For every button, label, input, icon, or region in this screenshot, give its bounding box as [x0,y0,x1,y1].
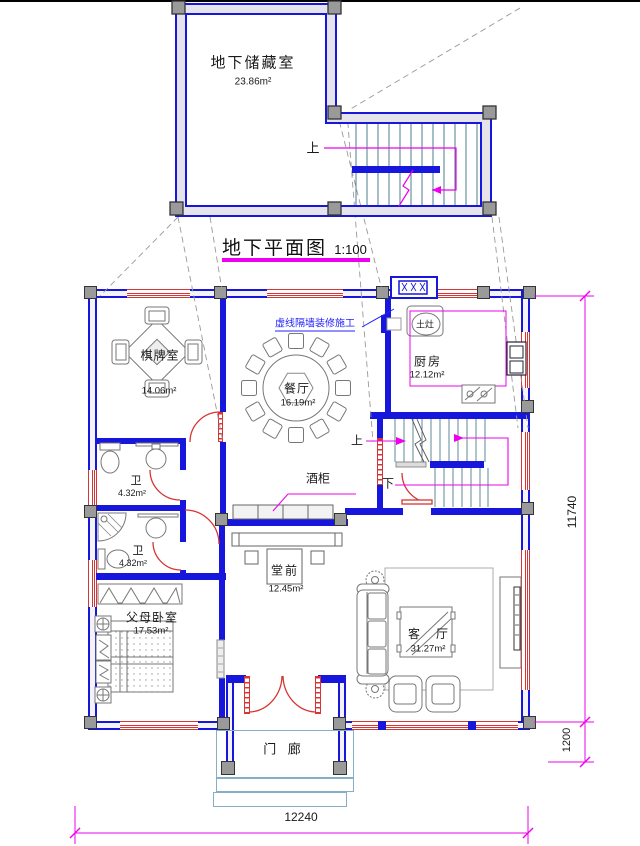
porch-step [213,792,347,807]
column [217,717,230,730]
dimension-porch-depth: 1200 [561,727,573,753]
window [521,332,530,388]
column [221,761,235,775]
stove-label: 土灶 [415,319,435,330]
door-leaf [315,676,321,714]
stair-up-label: 上 [350,433,364,448]
wall [219,678,225,722]
wall [370,412,530,419]
wall [96,505,186,511]
projection-lines [99,7,529,443]
window [352,721,518,730]
wall [385,296,391,414]
room-area-chess: 14.06m² [141,385,177,397]
room-label-bath-upper: 卫 [130,475,142,487]
window [127,289,190,298]
wall [180,500,186,542]
wall [377,419,383,438]
porch-platform [216,730,354,778]
bedroom-furniture [94,583,225,704]
dimension-width: 12240 [284,810,318,824]
wall [468,721,476,730]
porch-step [216,778,354,792]
window [88,560,97,607]
window [521,432,530,490]
room-label-living: 客厅 [408,627,465,641]
wall [96,573,226,580]
column [521,400,534,413]
room-area-bedroom: 17.53m² [133,625,169,637]
wall [377,485,383,510]
wine-cabinet-label: 酒柜 [305,471,331,486]
window [521,550,530,690]
main-staircase [394,418,489,507]
room-area-dining: 16.19m² [280,397,316,409]
room-label-porch: 门 廊 [263,741,305,757]
door-leaf [377,438,383,485]
column [523,716,536,729]
room-label-bedroom: 父母卧室 [125,610,179,625]
door-leaf [218,412,223,442]
room-area-hall: 12.45m² [268,583,304,595]
column [477,286,490,299]
window [88,470,97,505]
title-text: 地下平面图 [222,238,328,259]
title-underline [222,258,370,262]
basement-stair-up-label: 上 [306,140,320,156]
wall [318,675,346,683]
drawing-title: 地下平面图 1:100 [222,233,367,260]
column [334,513,347,526]
plant [365,570,385,699]
column [523,286,536,299]
wall [180,438,186,470]
frame-top-line [0,0,640,2]
room-label-bath-lower: 卫 [132,545,144,557]
wall [378,721,386,730]
title-scale: 1:100 [334,242,367,257]
basement-plan [169,0,497,217]
room-label-dining: 餐厅 [283,381,311,396]
room-label-chess: 棋牌室 [140,348,180,363]
window [120,721,198,730]
room-area-kitchen: 12.12m² [409,369,445,381]
column [214,286,227,299]
column [84,505,97,518]
basement-room-area: 23.86m² [234,76,272,88]
room-label-kitchen: 厨房 [413,354,443,369]
column [333,717,346,730]
column [333,761,347,775]
column [84,716,97,729]
wall [345,508,403,515]
wall [219,520,225,640]
room-area-bath-upper: 4.32m² [117,488,147,498]
wall [226,675,246,683]
wall [220,442,226,520]
wall [220,296,226,412]
room-area-living: 31.27m² [410,643,446,655]
stair-down-label: 下 [381,476,395,491]
column [215,513,228,526]
window [438,289,480,298]
door-leaf [244,676,250,714]
basement-room-label: 地下储藏室 [210,54,296,72]
wall [96,438,186,444]
window [267,289,343,298]
wall [226,519,348,526]
column [376,286,389,299]
room-area-bath-lower: 4.32m² [118,558,148,568]
partition-note: 虚线隔墙装修施工 [275,315,355,332]
column [84,286,97,299]
room-label-hall: 堂前 [270,563,300,578]
dimension-height: 11740 [565,495,579,529]
column [521,502,534,515]
wall [431,508,530,515]
